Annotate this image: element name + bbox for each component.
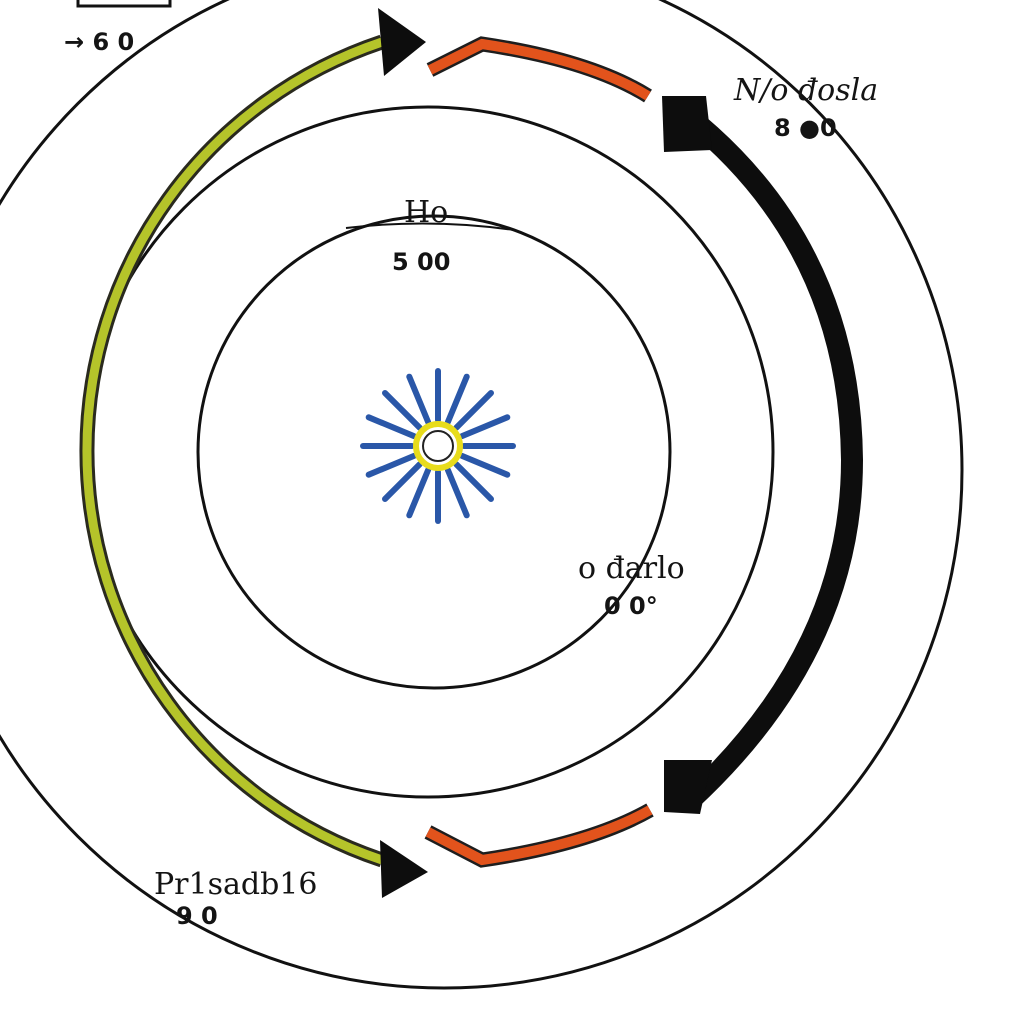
orbit-rings bbox=[0, 0, 964, 990]
sun-ray bbox=[406, 373, 432, 425]
label-mid-right: o đarlo 0 0° bbox=[578, 551, 685, 620]
label-bottom-left-title: Pr1sadb16 bbox=[154, 867, 317, 902]
label-mid-right-title: o đarlo bbox=[578, 551, 685, 586]
sun-ray bbox=[459, 414, 511, 440]
sun-ray bbox=[365, 414, 417, 440]
sun-icon bbox=[360, 368, 516, 524]
dark-transfer-arc bbox=[662, 96, 864, 814]
sun-ray bbox=[365, 452, 417, 478]
arrowhead-top bbox=[378, 8, 426, 76]
sun-ray bbox=[453, 461, 494, 502]
label-top-right-title: N/o đosla bbox=[733, 73, 878, 108]
sun-ray bbox=[453, 390, 494, 431]
label-bottom-left-value: 9 0 bbox=[176, 902, 218, 930]
accent-segments bbox=[424, 36, 654, 868]
sun-rays bbox=[360, 368, 516, 524]
outer-orbit bbox=[0, 0, 964, 990]
sun-ray bbox=[406, 467, 432, 519]
sun-ray bbox=[382, 461, 423, 502]
label-bottom-left: Pr1sadb16 9 0 bbox=[154, 867, 317, 930]
label-top-left: → 6 0 bbox=[64, 0, 172, 56]
label-top-left-box bbox=[76, 0, 172, 8]
label-top-center-underline bbox=[345, 222, 515, 231]
label-top-right-value: 8 ●0 bbox=[774, 114, 837, 142]
sun-ray bbox=[444, 373, 470, 425]
dark-arc bbox=[682, 109, 864, 809]
outer-arc-fill bbox=[82, 37, 384, 865]
outer-transfer-arc bbox=[79, 8, 428, 898]
sun-core bbox=[422, 430, 454, 462]
dark-arrowhead-bottom bbox=[664, 760, 712, 814]
label-top-right: N/o đosla 8 ●0 bbox=[733, 73, 878, 142]
dark-arrowhead-top bbox=[662, 96, 712, 152]
label-top-center: Ho 5 00 bbox=[345, 195, 515, 276]
inner-orbit bbox=[196, 214, 672, 690]
sun-ray bbox=[459, 452, 511, 478]
label-top-center-title: Ho bbox=[404, 195, 448, 230]
accent-segment-bottom-fill bbox=[425, 805, 653, 866]
label-mid-right-value: 0 0° bbox=[604, 592, 658, 620]
label-top-center-value: 5 00 bbox=[392, 248, 450, 276]
arrowhead-bottom bbox=[380, 840, 428, 898]
accent-segment-top-fill bbox=[427, 38, 651, 101]
sun-ray bbox=[382, 390, 423, 431]
sun-ray bbox=[444, 467, 470, 519]
label-top-left-value: → 6 0 bbox=[64, 28, 134, 56]
